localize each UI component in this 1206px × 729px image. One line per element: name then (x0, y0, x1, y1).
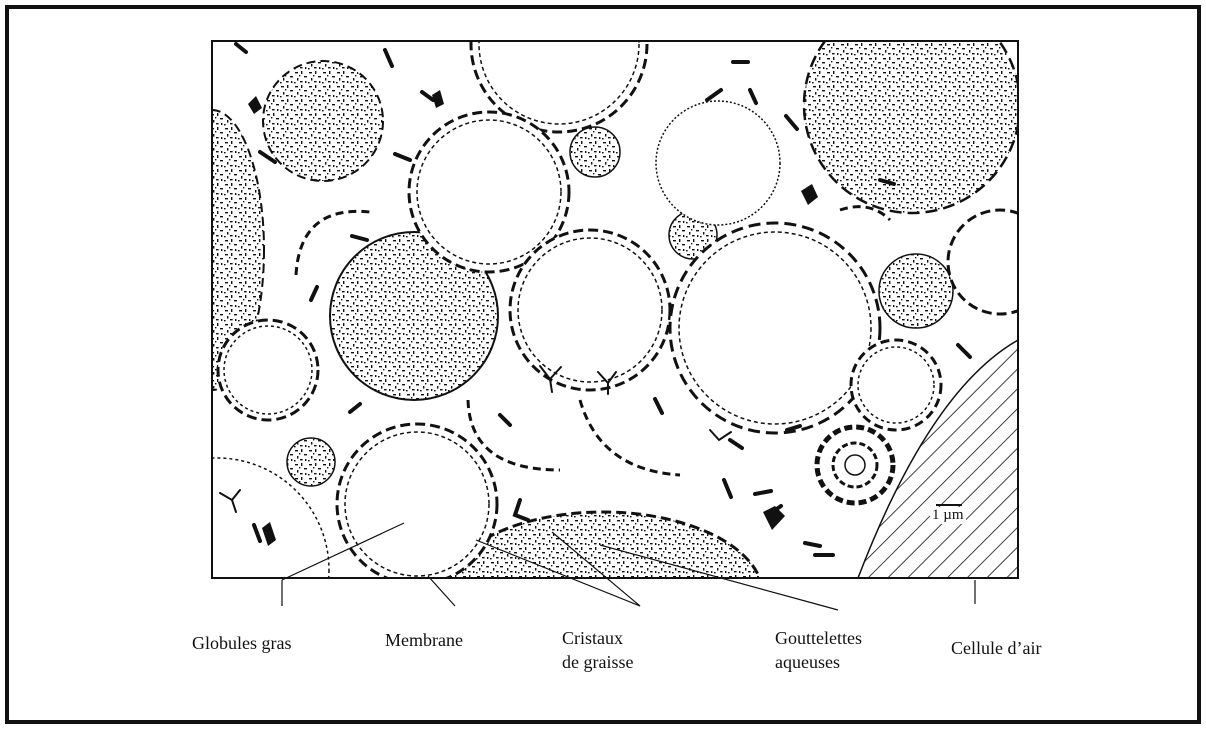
label-fat-crystals-line-2: de graisse (562, 650, 633, 674)
label-fat-crystals-line-1: Cristaux (562, 626, 633, 650)
label-air-cell: Cellule d’air (951, 636, 1041, 660)
label-fat-crystals: Cristaux de graisse (562, 626, 633, 674)
micrograph-panel (105, 0, 1052, 682)
scale-bar-label: 1 µm (930, 507, 966, 524)
label-aqueous-droplets-line-2: aqueuses (775, 650, 862, 674)
label-aqueous-droplets-line-1: Gouttelettes (775, 626, 862, 650)
label-membrane: Membrane (385, 628, 463, 652)
label-fat-globules: Globules gras (192, 631, 291, 655)
label-aqueous-droplets: Gouttelettes aqueuses (775, 626, 862, 674)
